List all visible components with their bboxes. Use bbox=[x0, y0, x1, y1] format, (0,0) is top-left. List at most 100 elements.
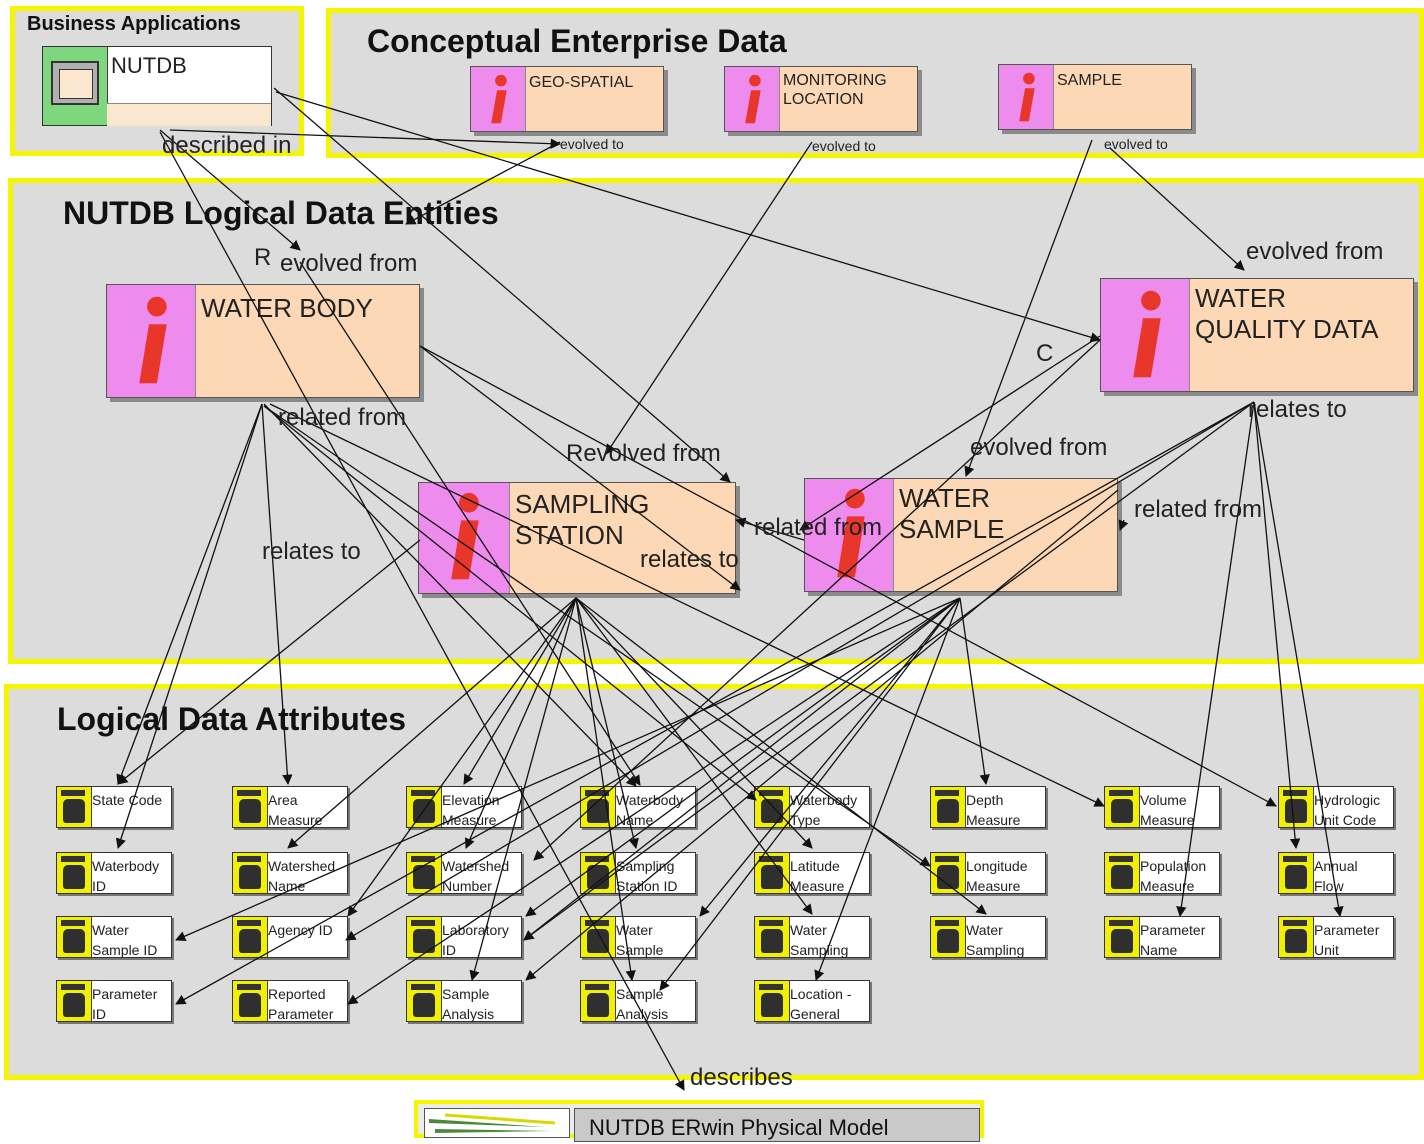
nutdb-application[interactable]: NUTDB bbox=[42, 46, 272, 126]
attribute-box[interactable]: Elevation Measure bbox=[406, 786, 522, 828]
attribute-box[interactable]: Parameter Unit bbox=[1278, 916, 1394, 958]
attribute-label: Depth Measure bbox=[966, 792, 1021, 828]
attribute-box[interactable]: Population Measure bbox=[1104, 852, 1220, 894]
attribute-label: Latitude Measure bbox=[790, 858, 845, 894]
attribute-box[interactable]: Depth Measure bbox=[930, 786, 1046, 828]
related-from-label: related from bbox=[754, 514, 883, 541]
data-attribute-icon bbox=[755, 787, 790, 827]
info-icon bbox=[999, 65, 1054, 129]
erwin-model-icon bbox=[424, 1108, 570, 1138]
attribute-box[interactable]: Water Sampling bbox=[754, 916, 870, 958]
attribute-label: Area Measure bbox=[268, 792, 323, 828]
related-from-label: related from bbox=[1134, 496, 1263, 523]
attribute-label: Sampling Station ID bbox=[616, 858, 678, 894]
attribute-box[interactable]: Waterbody Type bbox=[754, 786, 870, 828]
attribute-label: Waterbody Type bbox=[790, 792, 858, 828]
attribute-box[interactable]: Reported Parameter bbox=[232, 980, 348, 1022]
data-attribute-icon bbox=[407, 853, 442, 893]
conceptual-entity-geo-spatial[interactable]: GEO-SPATIAL bbox=[470, 66, 664, 132]
attribute-box[interactable]: State Code bbox=[56, 786, 172, 828]
attribute-label: Laboratory ID bbox=[442, 922, 509, 958]
attribute-box[interactable]: Sample Analysis bbox=[406, 980, 522, 1022]
attribute-label: Waterbody Name bbox=[616, 792, 684, 828]
conceptual-entity-sample[interactable]: SAMPLE bbox=[998, 64, 1192, 130]
data-attribute-icon bbox=[57, 917, 92, 957]
attribute-box[interactable]: Watershed Name bbox=[232, 852, 348, 894]
entity-label: GEO-SPATIAL bbox=[529, 74, 634, 91]
panel-title-logical-entities: NUTDB Logical Data Entities bbox=[63, 195, 499, 231]
info-icon bbox=[1101, 279, 1190, 391]
attribute-box[interactable]: Laboratory ID bbox=[406, 916, 522, 958]
attribute-label: Population Measure bbox=[1140, 858, 1207, 894]
attribute-label: Watershed Name bbox=[268, 858, 336, 894]
attribute-label: Hydrologic Unit Code bbox=[1314, 792, 1381, 828]
relates-to-label: relates to bbox=[640, 546, 739, 573]
attribute-label: Sample Analysis bbox=[616, 986, 669, 1022]
attribute-label: Water Sample bbox=[616, 922, 664, 958]
attribute-box[interactable]: Sample Analysis bbox=[580, 980, 696, 1022]
entity-label: WATER QUALITY DATA bbox=[1195, 283, 1379, 345]
data-attribute-icon bbox=[931, 917, 966, 957]
attribute-box[interactable]: Water Sample ID bbox=[56, 916, 172, 958]
data-attribute-icon bbox=[581, 917, 616, 957]
logical-entity-sampling-station[interactable]: SAMPLING STATION bbox=[418, 482, 736, 594]
attribute-label: Parameter ID bbox=[92, 986, 158, 1022]
attribute-label: Water Sampling bbox=[790, 922, 849, 958]
attribute-box[interactable]: Watershed Number bbox=[406, 852, 522, 894]
data-attribute-icon bbox=[931, 853, 966, 893]
attribute-box[interactable]: Annual Flow bbox=[1278, 852, 1394, 894]
attribute-label: Longitude Measure bbox=[966, 858, 1028, 894]
attribute-box[interactable]: Waterbody ID bbox=[56, 852, 172, 894]
data-attribute-icon bbox=[407, 981, 442, 1021]
data-attribute-icon bbox=[407, 787, 442, 827]
attribute-box[interactable]: Latitude Measure bbox=[754, 852, 870, 894]
application-icon bbox=[43, 47, 108, 125]
attribute-label: Volume Measure bbox=[1140, 792, 1195, 828]
attribute-box[interactable]: Parameter ID bbox=[56, 980, 172, 1022]
entity-label: SAMPLE bbox=[1057, 72, 1122, 89]
evolved-from-label: Revolved from bbox=[566, 440, 721, 467]
entity-label: WATER BODY bbox=[201, 293, 373, 323]
data-attribute-icon bbox=[57, 853, 92, 893]
attribute-box[interactable]: Hydrologic Unit Code bbox=[1278, 786, 1394, 828]
data-attribute-icon bbox=[755, 853, 790, 893]
attribute-box[interactable]: Location - General bbox=[754, 980, 870, 1022]
data-attribute-icon bbox=[1105, 853, 1140, 893]
data-attribute-icon bbox=[1279, 917, 1314, 957]
attribute-box[interactable]: Water Sample bbox=[580, 916, 696, 958]
info-icon bbox=[725, 67, 780, 131]
attribute-box[interactable]: Water Sampling bbox=[930, 916, 1046, 958]
attribute-box[interactable]: Volume Measure bbox=[1104, 786, 1220, 828]
data-attribute-icon bbox=[1279, 787, 1314, 827]
logical-entity-water-body[interactable]: WATER BODY bbox=[106, 284, 420, 398]
data-attribute-icon bbox=[581, 787, 616, 827]
attribute-box[interactable]: Area Measure bbox=[232, 786, 348, 828]
application-name: NUTDB bbox=[111, 53, 187, 78]
data-attribute-icon bbox=[1105, 917, 1140, 957]
attribute-box[interactable]: Waterbody Name bbox=[580, 786, 696, 828]
data-attribute-icon bbox=[233, 981, 268, 1021]
data-attribute-icon bbox=[407, 917, 442, 957]
attribute-label: Elevation Measure bbox=[442, 792, 500, 828]
attribute-label: Location - General bbox=[790, 986, 852, 1022]
panel-title-conceptual: Conceptual Enterprise Data bbox=[367, 23, 787, 59]
attribute-label: Agency ID bbox=[268, 922, 333, 938]
attribute-label: State Code bbox=[92, 792, 163, 808]
data-attribute-icon bbox=[581, 853, 616, 893]
attribute-box[interactable]: Sampling Station ID bbox=[580, 852, 696, 894]
described-in-label: described in bbox=[162, 132, 292, 159]
data-attribute-icon bbox=[57, 787, 92, 827]
data-attribute-icon bbox=[57, 981, 92, 1021]
data-attribute-icon bbox=[233, 917, 268, 957]
conceptual-entity-monitoring-location[interactable]: MONITORING LOCATION bbox=[724, 66, 918, 132]
attribute-box[interactable]: Longitude Measure bbox=[930, 852, 1046, 894]
evolved-from-label: evolved from bbox=[1246, 238, 1384, 265]
erwin-physical-model[interactable]: NUTDB ERwin Physical Model bbox=[414, 1100, 984, 1142]
related-from-label: related from bbox=[278, 404, 407, 431]
data-attribute-icon bbox=[931, 787, 966, 827]
attribute-box[interactable]: Parameter Name bbox=[1104, 916, 1220, 958]
attribute-box[interactable]: Agency ID bbox=[232, 916, 348, 958]
entity-label: WATER SAMPLE bbox=[899, 483, 1005, 545]
logical-entity-water-quality-data[interactable]: WATER QUALITY DATA bbox=[1100, 278, 1414, 392]
panel-title-logical-attrs: Logical Data Attributes bbox=[57, 701, 407, 737]
